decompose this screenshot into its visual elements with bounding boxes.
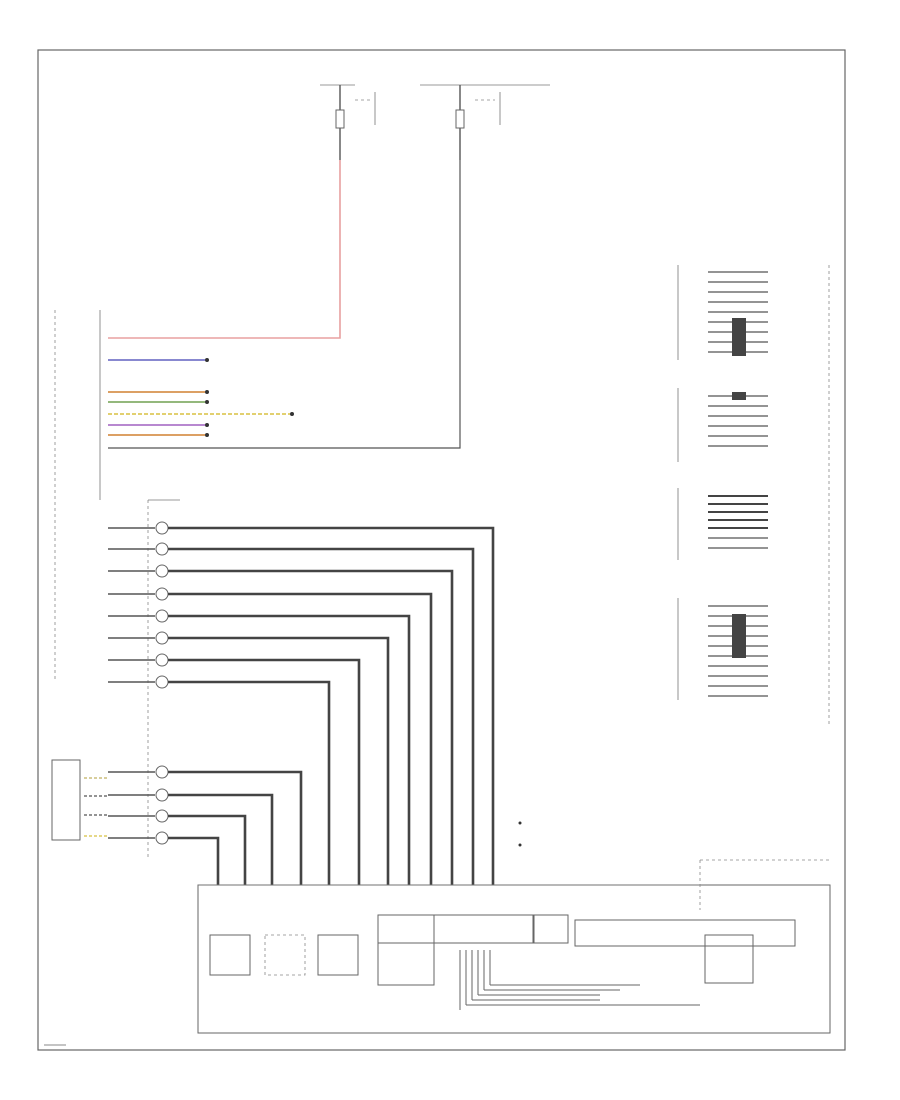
- switch-4: [377, 914, 435, 986]
- legend-marks: [518, 821, 522, 847]
- right-connectors: [677, 265, 830, 725]
- left-connector: [54, 310, 294, 680]
- power-wire-red: [108, 160, 341, 339]
- diagram-frame: [37, 49, 846, 1051]
- fuse-2: [455, 109, 465, 129]
- connector-strip: [574, 919, 796, 947]
- left-sensor-box: [51, 759, 81, 841]
- fuse-1: [335, 109, 345, 129]
- switch-1: [209, 934, 251, 976]
- relay-block: [533, 914, 569, 944]
- control-unit-block: [377, 914, 534, 944]
- switch-connector-lower: [108, 765, 303, 885]
- fuse-block: [320, 84, 550, 160]
- power-wire-2: [108, 160, 461, 449]
- steering-column-control-module: [197, 859, 831, 1034]
- switch-3: [317, 934, 359, 976]
- switch-connector-upper: [108, 499, 495, 885]
- switch-2: [264, 934, 306, 976]
- switch-right: [704, 934, 754, 984]
